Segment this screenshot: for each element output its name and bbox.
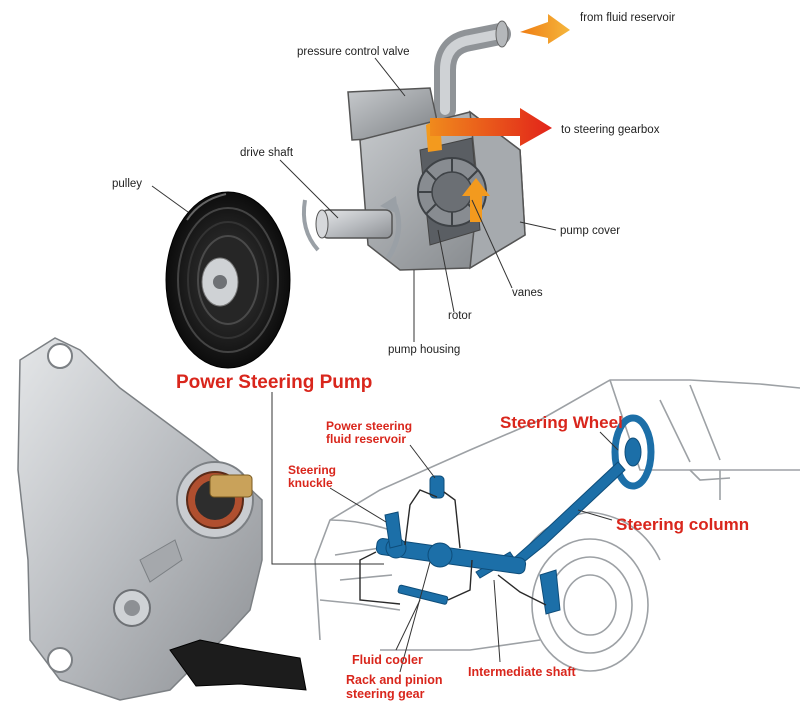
label-pump-cover: pump cover [560, 225, 620, 237]
label-rotor: rotor [448, 310, 472, 322]
outflow-arrow [430, 108, 552, 146]
car-outline [314, 379, 800, 672]
title-power-steering-pump: Power Steering Pump [176, 372, 372, 393]
label-rack-line1: Rack and pinion [346, 673, 443, 687]
label-knuckle-line1: Steering [288, 463, 336, 477]
label-reservoir-line1: Power steering [326, 419, 412, 433]
label-steering-column: Steering column [616, 515, 749, 534]
label-pump-housing: pump housing [388, 344, 460, 356]
inflow-arrow [520, 14, 570, 44]
label-knuckle-line2: knuckle [288, 476, 333, 490]
fluid-hoses [359, 489, 547, 606]
pulley-illustration [165, 191, 291, 369]
label-from-fluid-reservoir: from fluid reservoir [580, 12, 675, 24]
label-pressure-control-valve: pressure control valve [297, 46, 410, 58]
label-reservoir-line2: fluid reservoir [326, 432, 406, 446]
label-drive-shaft: drive shaft [240, 147, 294, 159]
label-intermediate-shaft: Intermediate shaft [468, 665, 577, 679]
label-rack-line2: steering gear [346, 687, 425, 701]
label-steering-wheel: Steering Wheel [500, 413, 623, 432]
label-pulley: pulley [112, 178, 142, 190]
label-fluid-cooler: Fluid cooler [352, 653, 423, 667]
label-vanes: vanes [512, 287, 543, 299]
system-leader-lines [271, 392, 619, 673]
label-to-steering-gearbox: to steering gearbox [561, 124, 660, 136]
pump-product-illustration [17, 337, 307, 701]
pump-cutaway-illustration [301, 20, 526, 271]
pump-leader-lines [151, 57, 557, 342]
steering-system-components [375, 414, 655, 615]
